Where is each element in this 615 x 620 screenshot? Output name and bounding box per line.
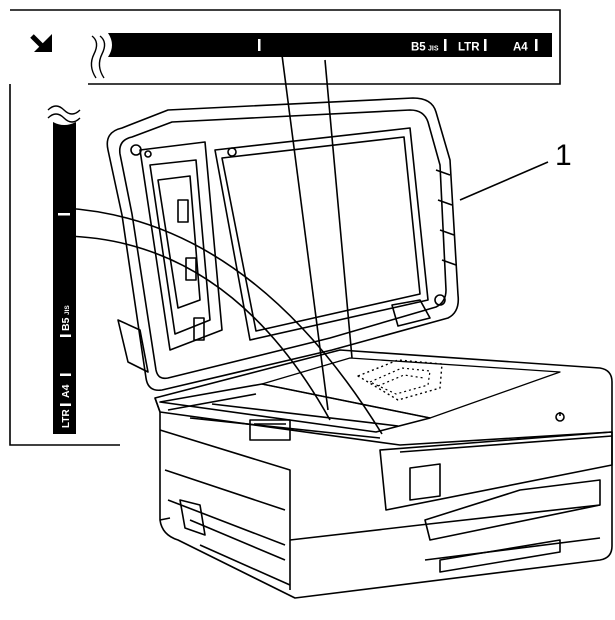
control-panel bbox=[379, 431, 613, 511]
scanner-bed bbox=[154, 349, 613, 446]
horizontal-label-b5: B5 bbox=[411, 42, 426, 54]
scanner-lid bbox=[106, 97, 460, 392]
vertical-guide-inset: LTR A4 B5 JIS bbox=[9, 84, 120, 446]
vertical-guide-bar bbox=[53, 122, 76, 434]
horizontal-guide-bar bbox=[108, 33, 552, 57]
vertical-center-mark bbox=[58, 213, 70, 216]
callout-number: 1 bbox=[555, 139, 572, 172]
vertical-label-ltr: LTR bbox=[61, 409, 72, 428]
output-tray bbox=[424, 479, 601, 541]
scanner-glass bbox=[261, 357, 561, 419]
vertical-label-b5-jis: JIS bbox=[64, 305, 71, 315]
vertical-label-a4: A4 bbox=[60, 384, 72, 398]
arrow-down-right-icon bbox=[30, 34, 52, 52]
callout-leader-line bbox=[459, 161, 549, 201]
vertical-label-b5: B5 bbox=[60, 317, 72, 331]
horizontal-label-b5-jis: JIS bbox=[428, 46, 439, 53]
touchscreen bbox=[409, 463, 441, 501]
printer bbox=[106, 97, 613, 599]
horizontal-label-ltr: LTR bbox=[458, 42, 480, 54]
callout-1: 1 bbox=[459, 139, 572, 201]
horizontal-guide-inset: B5 JIS LTR A4 bbox=[10, 9, 561, 85]
horizontal-center-mark bbox=[258, 39, 261, 51]
magnification-lines bbox=[64, 54, 383, 435]
horizontal-label-a4: A4 bbox=[513, 42, 528, 54]
document-outline bbox=[357, 359, 443, 401]
